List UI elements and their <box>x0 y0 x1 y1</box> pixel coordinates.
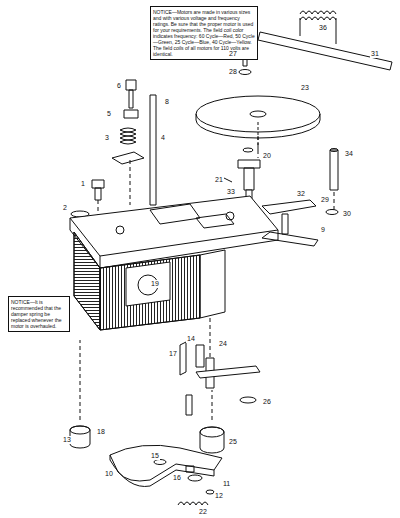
callout-number: 25 <box>228 438 238 446</box>
callout-number: 16 <box>172 474 182 482</box>
callout-number: 29 <box>320 196 330 204</box>
callout-number: 18 <box>96 428 106 436</box>
callout-number: 24 <box>218 340 228 348</box>
callout-number: 14 <box>186 335 196 343</box>
callout-number: 10 <box>104 470 114 478</box>
callout-number: 11 <box>222 480 231 488</box>
callout-number: 28 <box>228 68 238 76</box>
callout-number: 33 <box>226 188 236 196</box>
callout-number: 2 <box>62 204 68 212</box>
callout-number: 1 <box>80 180 86 188</box>
callout-number: 27 <box>228 50 238 58</box>
note-box: NOTICE—It is recommended that the damper… <box>8 296 70 332</box>
callout-number: 32 <box>296 190 306 198</box>
callout-number: 13 <box>62 436 72 444</box>
callout-number: 31 <box>370 50 380 58</box>
note-text: NOTICE—It is recommended that the damper… <box>11 299 67 329</box>
callout-number: 5 <box>106 110 112 118</box>
callout-number: 20 <box>262 152 272 160</box>
callout-number: 3 <box>104 134 110 142</box>
callout-number: 34 <box>344 150 354 158</box>
callout-number: 19 <box>150 280 160 288</box>
callout-number: 17 <box>168 350 178 358</box>
callout-number: 22 <box>198 508 208 516</box>
callout-number: 4 <box>160 134 166 142</box>
callout-number: 12 <box>214 492 224 500</box>
callout-number: 6 <box>116 82 122 90</box>
callout-number: 8 <box>164 98 170 106</box>
note-box: NOTICE—Motors are made in various sizes … <box>150 6 258 60</box>
callout-number: 26 <box>262 398 272 406</box>
callout-number: 30 <box>342 210 352 218</box>
note-text: NOTICE—Motors are made in various sizes … <box>153 9 255 57</box>
callout-number: 9 <box>320 226 326 234</box>
callout-number: 21 <box>214 176 224 184</box>
callout-number: 36 <box>318 24 328 32</box>
callout-number: 15 <box>150 452 160 460</box>
callout-number: 23 <box>300 84 310 92</box>
